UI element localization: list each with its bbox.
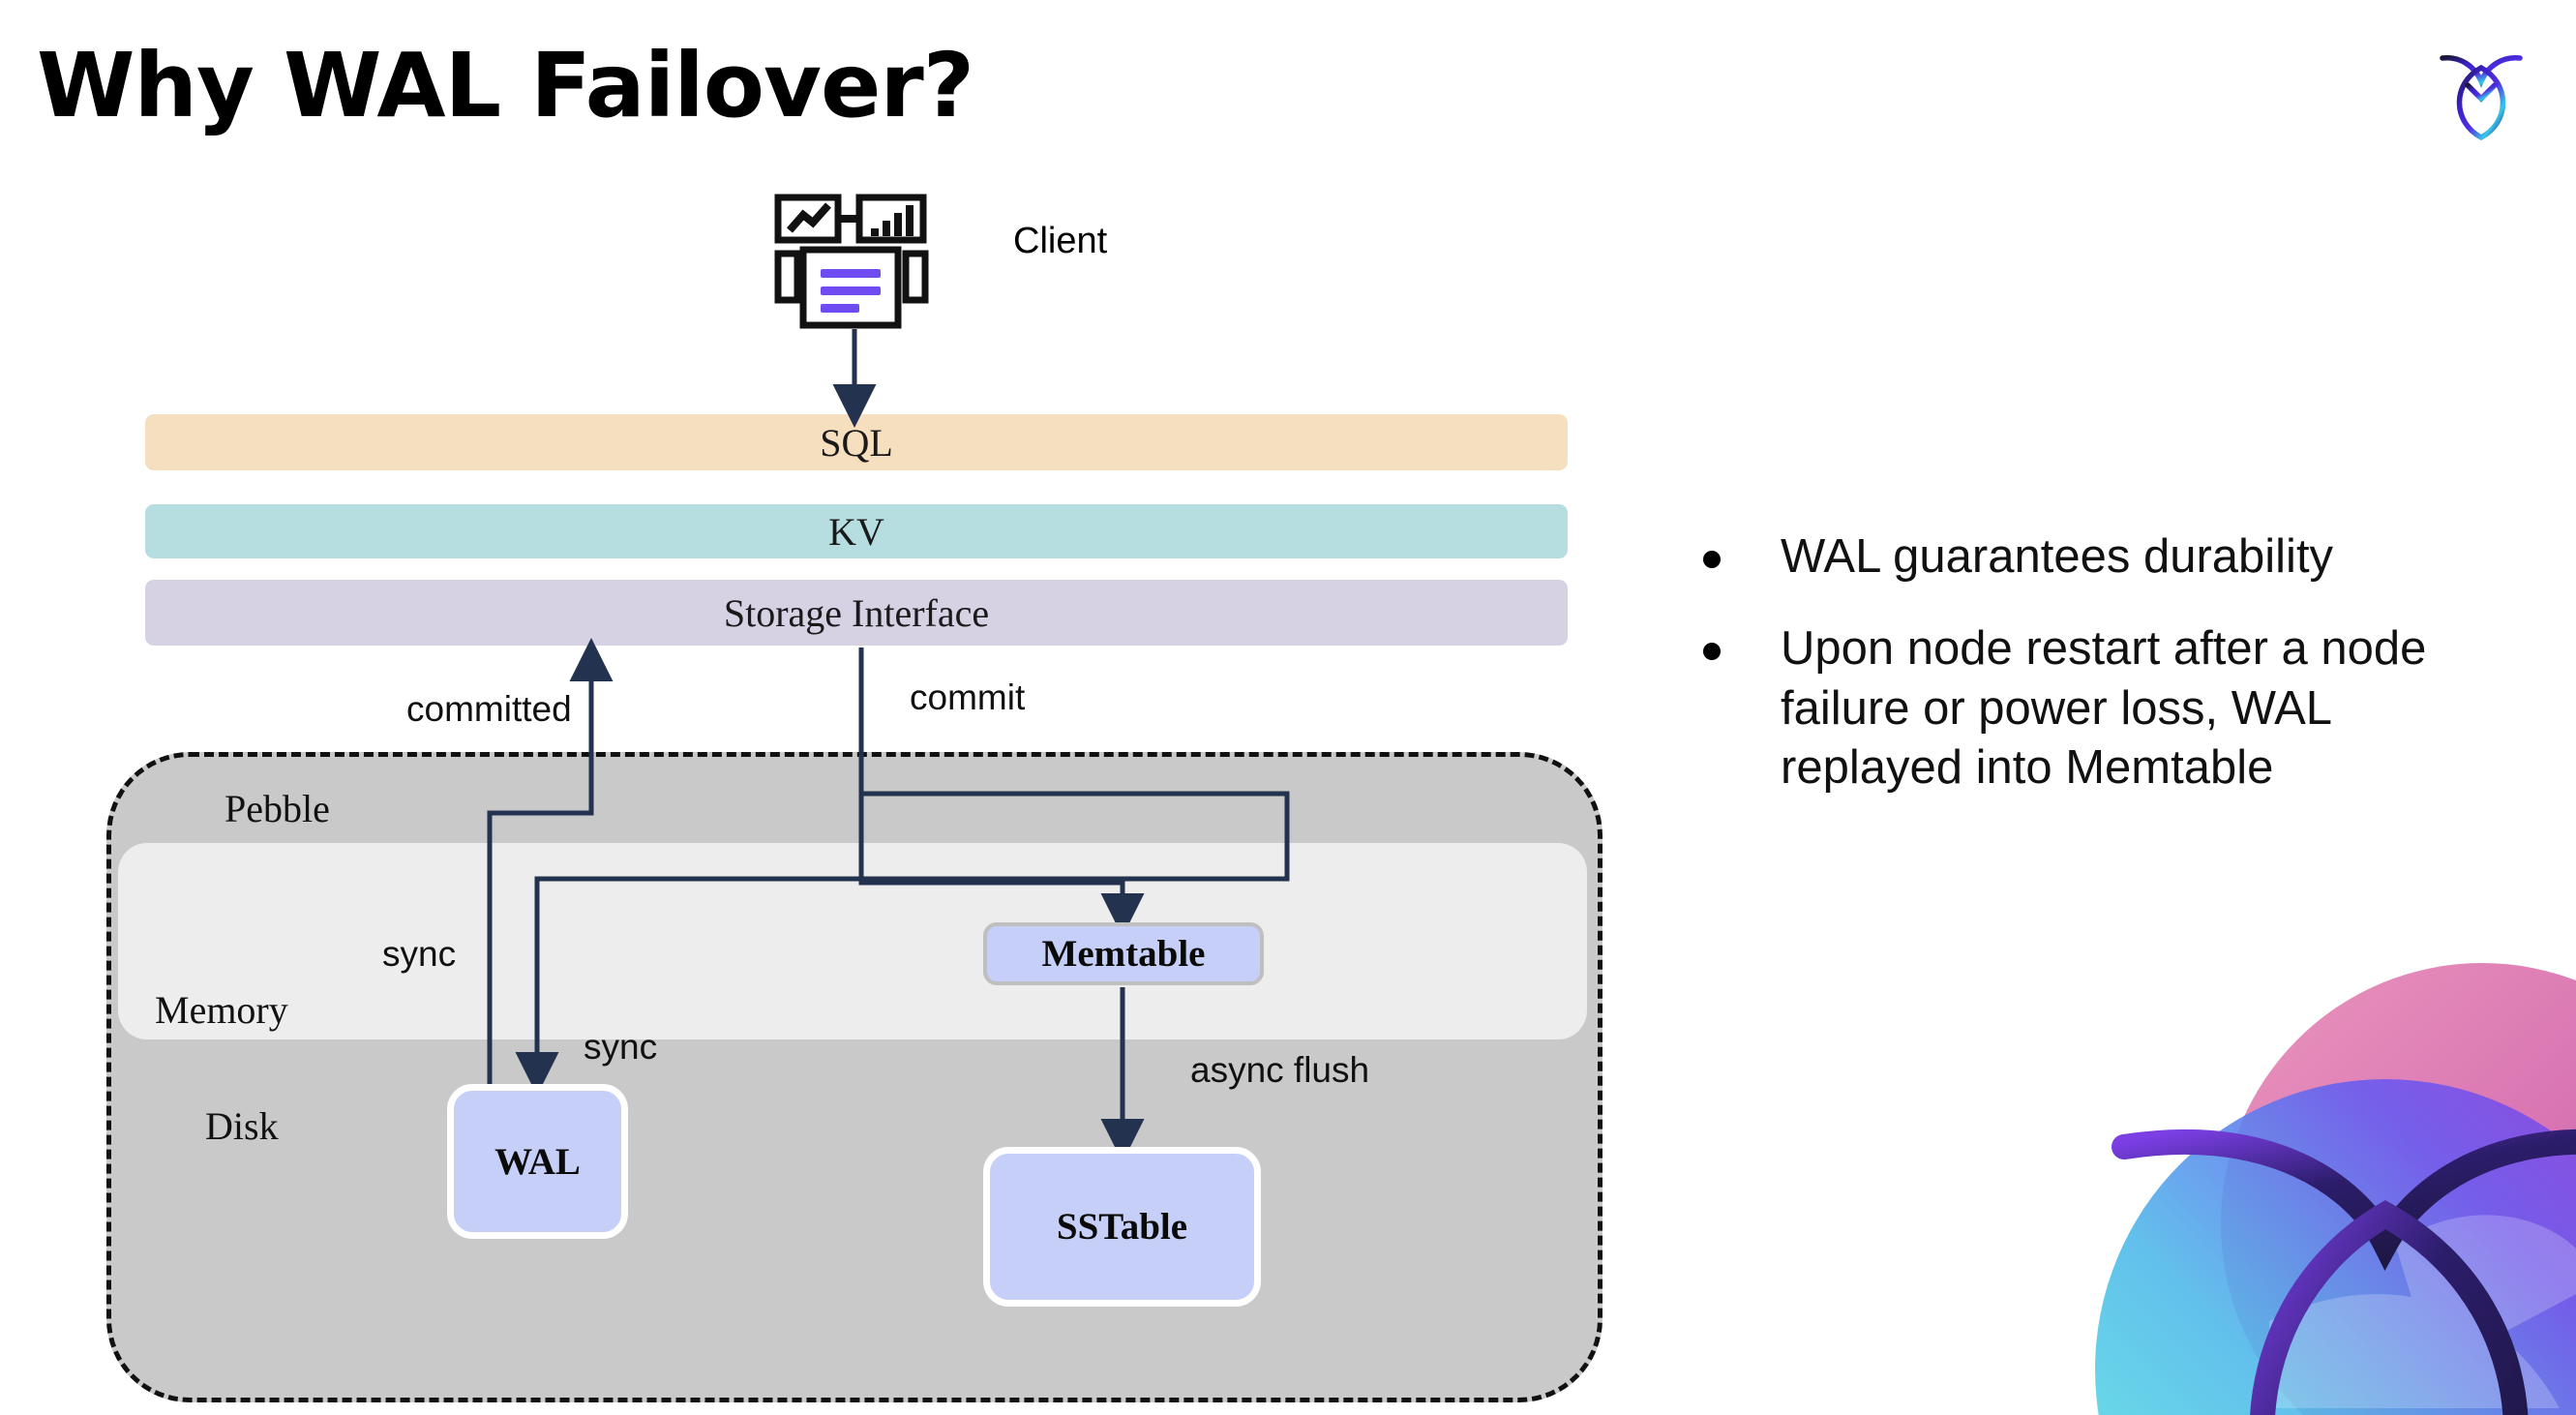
bullet-dot-icon — [1703, 551, 1721, 568]
memory-band — [118, 843, 1587, 1039]
bullet-text: Upon node restart after a node failure o… — [1781, 622, 2427, 794]
layer-bar-storage-interface-label: Storage Interface — [723, 590, 990, 635]
layer-bar-sql: SQL — [145, 414, 1568, 470]
node-wal: WAL — [447, 1084, 628, 1239]
layer-bar-storage-interface: Storage Interface — [145, 580, 1568, 646]
node-memtable: Memtable — [983, 922, 1264, 985]
list-item: Upon node restart after a node failure o… — [1703, 619, 2506, 798]
edge-label-async-flush: async flush — [1190, 1050, 1370, 1090]
layer-bar-kv: KV — [145, 504, 1568, 558]
client-dashboard-icon — [774, 194, 929, 334]
node-memtable-label: Memtable — [1041, 933, 1206, 975]
edge-label-sync-commit: sync — [584, 1027, 658, 1067]
bullet-list: WAL guarantees durability Upon node rest… — [1703, 527, 2506, 830]
disk-label: Disk — [205, 1104, 279, 1148]
edge-label-committed: committed — [406, 689, 572, 729]
bullet-text: WAL guarantees durability — [1781, 530, 2334, 583]
node-sstable: SSTable — [983, 1147, 1261, 1307]
node-wal-label: WAL — [494, 1140, 581, 1183]
layer-bar-kv-label: KV — [828, 509, 884, 554]
bullet-dot-icon — [1703, 643, 1721, 661]
layer-bar-sql-label: SQL — [820, 420, 893, 465]
node-sstable-label: SSTable — [1056, 1206, 1188, 1248]
decorative-gradient-circles-watermark — [1979, 953, 2576, 1415]
client-label: Client — [1013, 221, 1108, 261]
edge-label-sync-committed: sync — [382, 934, 457, 974]
pebble-label: Pebble — [225, 787, 330, 830]
list-item: WAL guarantees durability — [1703, 527, 2506, 587]
cockroach-labs-logo-icon — [2431, 39, 2531, 145]
page-title: Why WAL Failover? — [37, 34, 974, 137]
edge-label-commit: commit — [910, 677, 1026, 717]
memory-label: Memory — [155, 988, 288, 1032]
